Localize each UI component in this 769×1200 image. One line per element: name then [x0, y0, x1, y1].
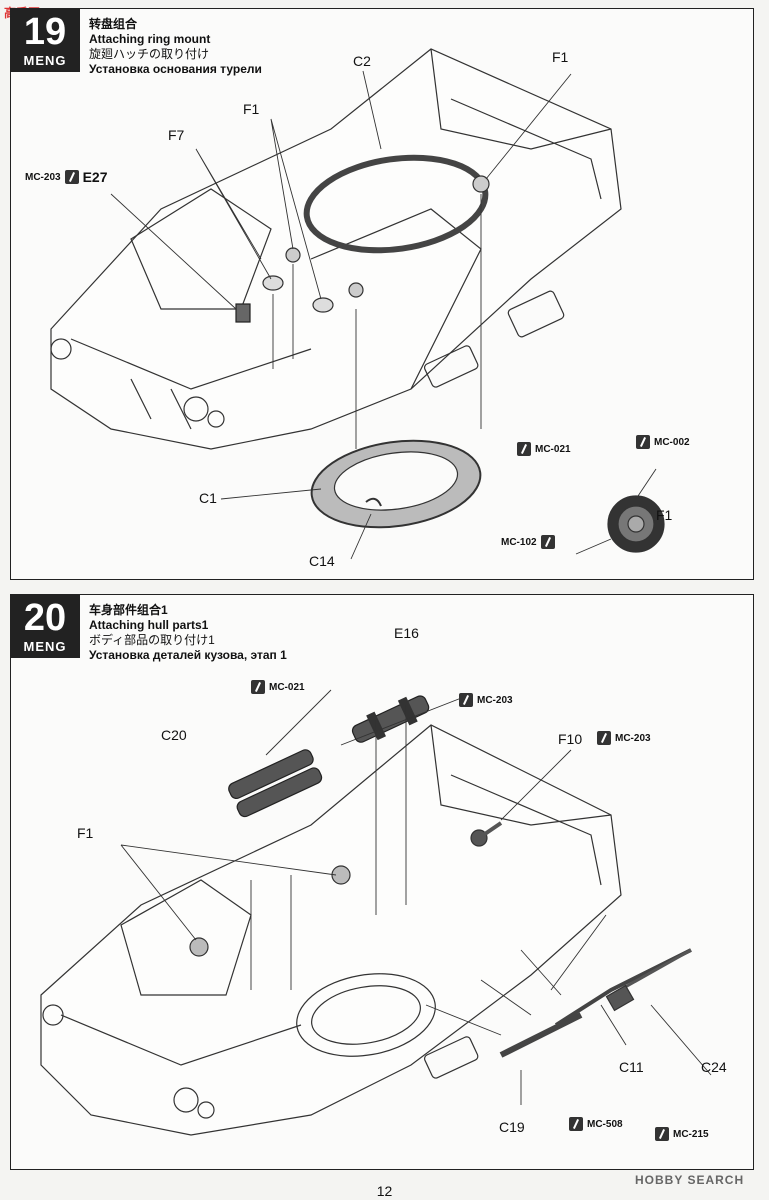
brush-icon	[597, 731, 611, 745]
paint-callout: MC-203	[597, 731, 651, 745]
paint-code: MC-203	[615, 732, 651, 744]
brush-icon	[540, 535, 555, 549]
paint-callout: MC-021	[251, 680, 305, 694]
paint-callout: MC-203 E27	[25, 169, 108, 185]
paint-code: MC-203	[477, 694, 513, 706]
paint-code: MC-021	[269, 681, 305, 693]
part-label-c14: C14	[309, 553, 335, 569]
page-number: 12	[376, 1183, 393, 1199]
paint-callout: MC-002	[636, 435, 690, 449]
brush-icon	[655, 1127, 669, 1141]
part-label-e27: E27	[82, 169, 108, 185]
watermark-logo: HOBBY SEARCH	[635, 1173, 745, 1187]
brush-icon	[636, 435, 650, 449]
paint-code: MC-215	[673, 1128, 709, 1140]
part-label-c19: C19	[499, 1119, 525, 1135]
brush-icon	[251, 680, 265, 694]
paint-code: MC-203	[25, 171, 61, 183]
part-label-c11: C11	[619, 1059, 644, 1075]
part-label-c24: C24	[701, 1059, 727, 1075]
title-en: Attaching ring mount	[89, 32, 211, 46]
hull-drawing-19	[50, 48, 665, 560]
part-label-e16: E16	[394, 625, 419, 641]
step-19-panel: 19 MENG 转盘组合 Attaching ring mount 旋廻ハッチの…	[10, 8, 754, 580]
title-zh: 车身部件组合1	[89, 603, 168, 617]
paint-code: MC-508	[587, 1118, 623, 1130]
title-en: Attaching hull parts1	[89, 618, 209, 632]
paint-callout: MC-102	[501, 535, 555, 549]
brush-icon	[459, 693, 473, 707]
paint-callout: MC-508	[569, 1117, 623, 1131]
title-ja: ボディ部品の取り付け1	[89, 633, 215, 647]
step-20-panel: 20 MENG 车身部件组合1 Attaching hull parts1 ボデ…	[10, 594, 754, 1170]
step-badge: 20 MENG	[10, 594, 80, 658]
paint-callout: MC-021	[517, 442, 571, 456]
paint-code: MC-002	[654, 436, 690, 448]
brush-icon	[64, 170, 79, 184]
part-label-c20: C20	[161, 727, 187, 743]
step-badge: 19 MENG	[10, 8, 80, 72]
step-titles: 车身部件组合1 Attaching hull parts1 ボディ部品の取り付け…	[89, 603, 287, 663]
paint-code: MC-102	[501, 536, 537, 548]
brand-logo: MENG	[23, 639, 67, 654]
part-label-f1: F1	[552, 49, 569, 65]
part-label-f7: F7	[168, 127, 185, 143]
part-label-f10: F10	[558, 731, 583, 747]
part-label-f1: F1	[656, 507, 673, 523]
hull-drawing-20	[40, 689, 712, 1136]
part-label-f1: F1	[243, 101, 260, 117]
brand-logo: MENG	[23, 53, 67, 68]
title-ru: Установка основания турели	[89, 62, 262, 76]
paint-code: MC-021	[535, 443, 571, 455]
title-ru: Установка деталей кузова, этап 1	[89, 648, 287, 662]
brush-icon	[569, 1117, 583, 1131]
title-ja: 旋廻ハッチの取り付け	[89, 47, 210, 61]
step-titles: 转盘组合 Attaching ring mount 旋廻ハッチの取り付け Уст…	[89, 17, 262, 77]
title-zh: 转盘组合	[89, 17, 138, 31]
paint-callout: MC-203	[459, 693, 513, 707]
part-label-c2: C2	[353, 53, 371, 69]
part-label-c1: C1	[199, 490, 217, 506]
part-label-f1: F1	[77, 825, 94, 841]
paint-callout: MC-215	[655, 1127, 709, 1141]
brush-icon	[517, 442, 531, 456]
step-number: 20	[23, 597, 67, 639]
step-number: 19	[23, 11, 67, 53]
